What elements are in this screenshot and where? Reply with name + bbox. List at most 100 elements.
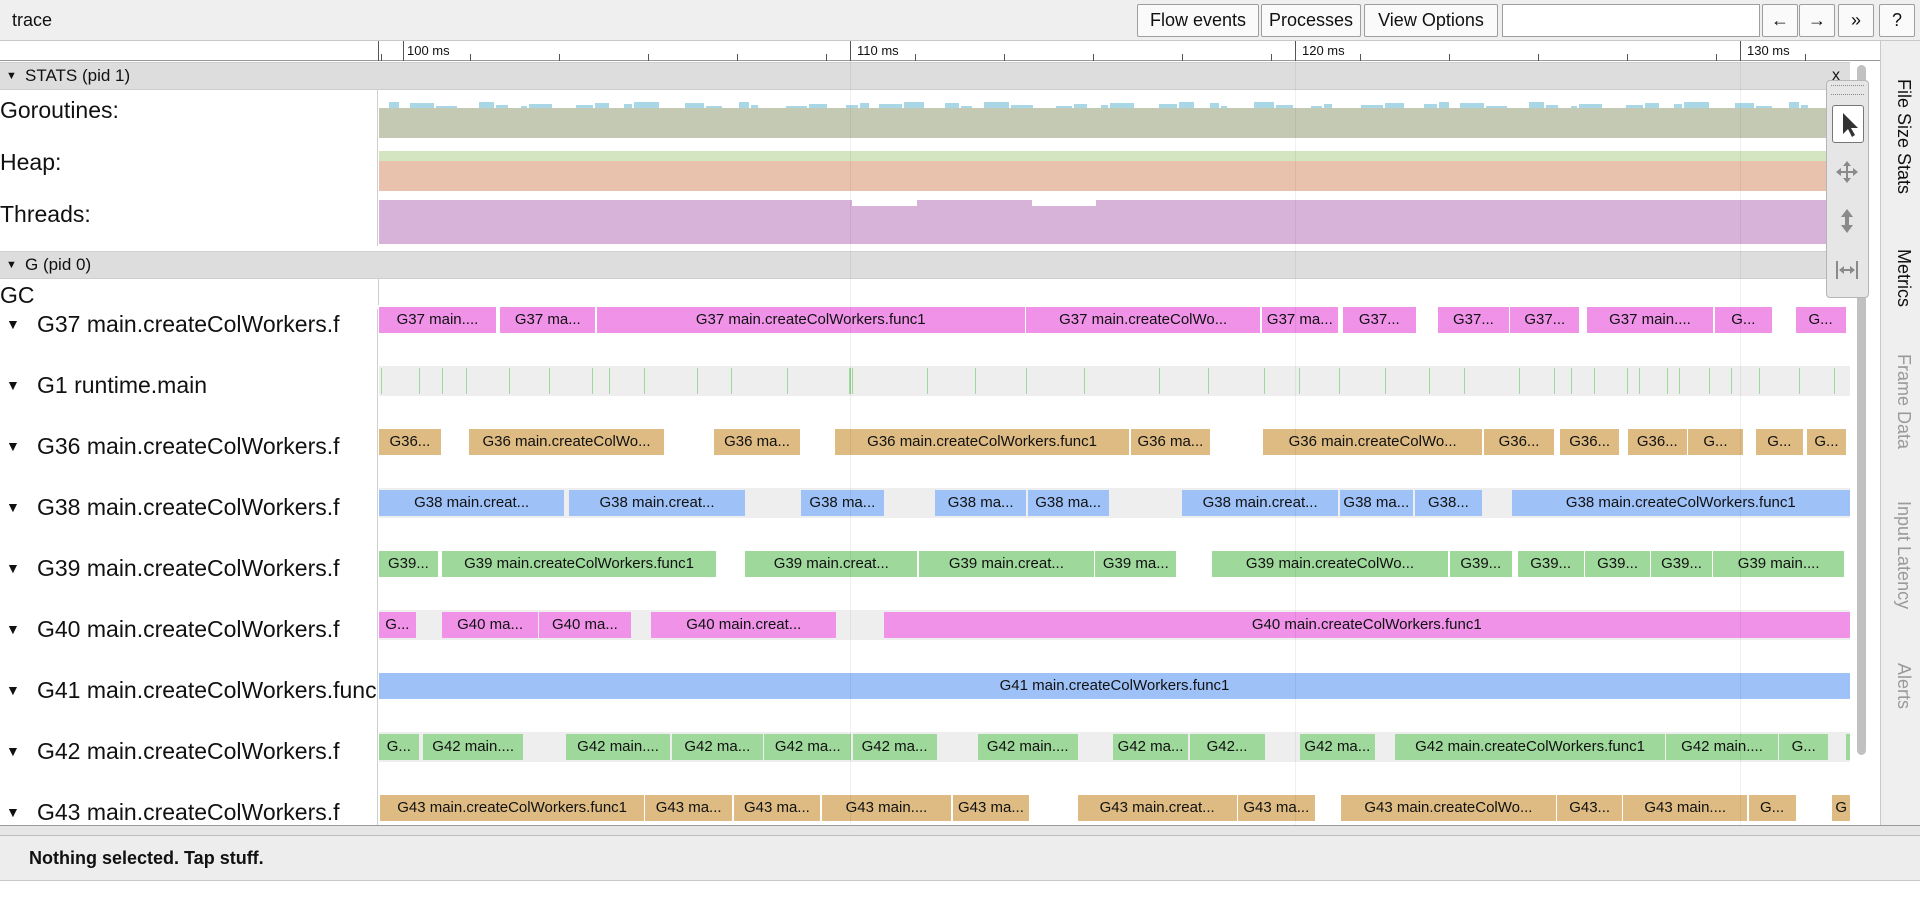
trace-slice[interactable]: G43... (1557, 795, 1622, 821)
trace-slice[interactable]: G36 ma... (714, 429, 800, 455)
slice-mark[interactable] (1208, 368, 1209, 394)
trace-slice[interactable]: G39... (1449, 551, 1512, 577)
trace-slice[interactable]: G39 main.createColWo... (1211, 551, 1449, 577)
slice-mark[interactable] (442, 368, 443, 394)
thread-track-label[interactable]: ▼G41 main.createColWorkers.func1 (0, 675, 378, 736)
slice-mark[interactable] (1554, 368, 1555, 394)
slice-mark[interactable] (927, 368, 928, 394)
trace-slice[interactable]: G38 main.creat... (379, 490, 565, 516)
trace-slice[interactable]: G36... (379, 429, 441, 455)
trace-slice[interactable]: G... (1779, 734, 1828, 760)
thread-track-label[interactable]: ▼G38 main.createColWorkers.f (0, 492, 378, 553)
trace-slice[interactable]: G40 main.createColWorkers.func1 (883, 612, 1850, 638)
slice-mark[interactable] (1429, 368, 1430, 394)
expand-triangle-icon[interactable]: ▼ (6, 621, 20, 637)
trace-slice[interactable]: G39 main.creat... (745, 551, 918, 577)
trace-slice[interactable]: G39 main.creat... (918, 551, 1094, 577)
thread-track-label[interactable]: ▼G43 main.createColWorkers.f (0, 797, 378, 825)
select-tool-icon[interactable] (1832, 105, 1864, 143)
trace-slice[interactable]: G39 main.createColWorkers.func1 (442, 551, 716, 577)
tab-frame-data[interactable]: Frame Data (1894, 354, 1914, 450)
slice-mark[interactable] (644, 368, 645, 394)
trace-slice[interactable]: G... (1688, 429, 1743, 455)
trace-slice[interactable]: G38 ma... (1339, 490, 1414, 516)
view-options-button[interactable]: View Options (1364, 4, 1498, 37)
slice-mark[interactable] (1026, 368, 1027, 394)
expand-triangle-icon[interactable]: ▼ (6, 682, 20, 698)
trace-slice[interactable]: G43 main.... (821, 795, 952, 821)
timing-tool-icon[interactable] (1832, 252, 1864, 290)
slice-mark[interactable] (549, 368, 550, 394)
close-icon[interactable]: x (1832, 67, 1840, 84)
slice-mark[interactable] (1299, 368, 1300, 394)
thread-track[interactable]: G38 main.creat...G38 main.creat...G38 ma… (379, 488, 1850, 548)
trace-slice[interactable]: G39 ma... (1095, 551, 1177, 577)
expand-triangle-icon[interactable]: ▼ (6, 743, 20, 759)
slice-mark[interactable] (1834, 368, 1835, 394)
trace-slice[interactable]: G43 ma... (1238, 795, 1315, 821)
trace-slice[interactable]: G... (1714, 307, 1773, 333)
expand-triangle-icon[interactable]: ▼ (6, 499, 20, 515)
trace-slice[interactable]: G36 main.createColWo... (1263, 429, 1483, 455)
expand-triangle-icon[interactable]: ▼ (6, 438, 20, 454)
trace-slice[interactable]: G37... (1510, 307, 1580, 333)
slice-mark[interactable] (381, 368, 382, 394)
trace-slice[interactable]: G37... (1342, 307, 1417, 333)
tab-input-latency[interactable]: Input Latency (1894, 501, 1914, 610)
trace-slice[interactable]: G42 ma... (852, 734, 937, 760)
slice-mark[interactable] (731, 368, 732, 394)
expand-triangle-icon[interactable]: ▼ (6, 560, 20, 576)
trace-slice[interactable]: G42 ma... (764, 734, 852, 760)
trace-slice[interactable]: G43 ma... (645, 795, 733, 821)
thread-track-label[interactable]: ▼G36 main.createColWorkers.f (0, 431, 378, 492)
slice-mark[interactable] (697, 368, 698, 394)
help-button[interactable]: ? (1879, 4, 1915, 37)
slice-mark[interactable] (1084, 368, 1085, 394)
trace-slice[interactable]: G41 main.createColWorkers.func1 (379, 673, 1850, 699)
thread-track-label[interactable]: ▼G37 main.createColWorkers.f (0, 309, 378, 370)
trace-slice[interactable]: G36... (1483, 429, 1555, 455)
expand-triangle-icon[interactable]: ▼ (6, 377, 20, 393)
slice-mark[interactable] (1519, 368, 1520, 394)
trace-slice[interactable]: G40 ma... (539, 612, 631, 638)
slice-mark[interactable] (1464, 368, 1465, 394)
goroutines-counter-track[interactable] (379, 90, 1850, 142)
collapse-triangle-icon[interactable]: ▼ (6, 259, 17, 271)
trace-slice[interactable]: G42 main.... (1666, 734, 1778, 760)
slice-mark[interactable] (609, 368, 610, 394)
thread-track-label[interactable]: ▼G40 main.createColWorkers.f (0, 614, 378, 675)
trace-slice[interactable]: G38 main.creat... (1182, 490, 1339, 516)
trace-slice[interactable]: G42 ma... (1113, 734, 1189, 760)
slice-mark[interactable] (1759, 368, 1760, 394)
thread-track[interactable]: G36...G36 main.createColWo...G36 ma...G3… (379, 427, 1850, 487)
slice-mark[interactable] (1709, 368, 1710, 394)
trace-slice[interactable]: G42 ma... (1299, 734, 1375, 760)
thread-track[interactable]: G37 main....G37 ma...G37 main.createColW… (379, 305, 1850, 365)
thread-track[interactable] (379, 366, 1850, 426)
slice-mark[interactable] (1639, 368, 1640, 394)
trace-slice[interactable]: G36 main.createColWo... (468, 429, 665, 455)
zoom-tool-icon[interactable] (1832, 203, 1864, 241)
slice-mark[interactable] (849, 368, 851, 394)
pan-tool-icon[interactable] (1832, 154, 1864, 192)
trace-slice[interactable]: G39... (1585, 551, 1650, 577)
slice-mark[interactable] (592, 368, 593, 394)
trace-slice[interactable]: G39... (379, 551, 438, 577)
trace-slice[interactable]: G37 main.createColWorkers.func1 (596, 307, 1025, 333)
slice-mark[interactable] (419, 368, 420, 394)
trace-slice[interactable]: G... (1807, 429, 1846, 455)
trace-slice[interactable]: G43 main.createColWo... (1341, 795, 1556, 821)
trace-slice[interactable]: G38 ma... (1027, 490, 1109, 516)
trace-slice[interactable]: G... (1795, 307, 1846, 333)
slice-mark[interactable] (466, 368, 467, 394)
trace-slice[interactable]: G42... (1189, 734, 1265, 760)
trace-slice[interactable]: G39... (1517, 551, 1584, 577)
more-button[interactable]: » (1838, 4, 1874, 37)
trace-slice[interactable]: G... (1755, 429, 1803, 455)
slice-mark[interactable] (852, 368, 853, 394)
trace-slice[interactable]: G38 ma... (935, 490, 1027, 516)
trace-slice[interactable]: G37 main.createColWo... (1026, 307, 1261, 333)
next-match-button[interactable]: → (1799, 4, 1835, 37)
